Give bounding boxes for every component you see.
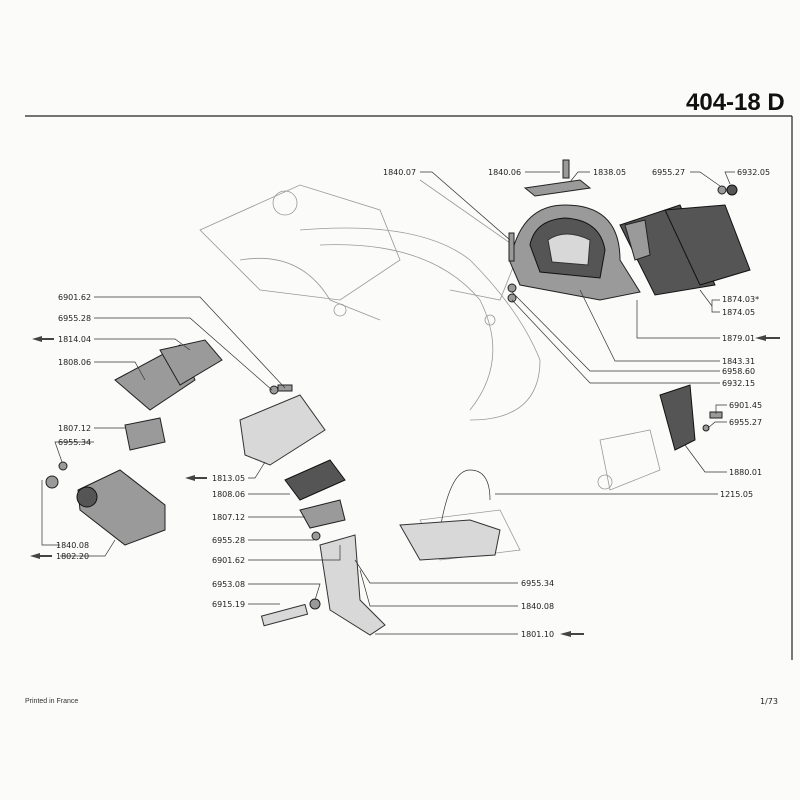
page-number: 1/73 <box>760 697 778 706</box>
nut <box>507 293 517 303</box>
left-bracket-1814 <box>159 339 223 386</box>
part-label: 1808.06 <box>212 490 245 499</box>
washer-6955-28 <box>311 531 321 541</box>
part-label: 6955.28 <box>58 314 91 323</box>
arrow-icon <box>30 553 52 559</box>
part-label: 1874.05 <box>722 308 755 317</box>
arrow-icon <box>755 335 780 341</box>
part-label: 1840.08 <box>521 602 554 611</box>
nut-top-right <box>726 184 738 196</box>
part-label: 1840.06 <box>488 168 521 177</box>
bracket-1880 <box>659 384 696 451</box>
printed-in-france: Printed in France <box>25 698 78 705</box>
part-label: 6955.27 <box>729 418 762 427</box>
part-label: 6901.62 <box>58 293 91 302</box>
part-label: 6955.34 <box>521 579 554 588</box>
part-label: 1801.10 <box>521 630 554 639</box>
arrows <box>30 335 780 637</box>
part-label: 1840.08 <box>56 541 89 550</box>
washer-top-right <box>717 185 727 195</box>
part-label: 6953.08 <box>212 580 245 589</box>
upper-bolt <box>562 159 570 179</box>
pad-1808-lower <box>284 459 346 501</box>
engine-outline-sketch <box>199 179 661 561</box>
left-mount-bush <box>76 486 98 508</box>
left-mount-1802 <box>77 469 166 546</box>
washer-6953 <box>309 598 321 610</box>
part-label: 6955.34 <box>58 438 91 447</box>
part-label: 6932.15 <box>722 379 755 388</box>
left-nut <box>45 475 59 489</box>
part-label: 6958.60 <box>722 367 755 376</box>
part-label: 1802.20 <box>56 552 89 561</box>
leader-lines <box>41 171 735 635</box>
part-label: 1813.05 <box>212 474 245 483</box>
part-label: 1840.07 <box>383 168 416 177</box>
page-title: 404-18 D <box>686 89 785 116</box>
washer-right <box>702 424 710 432</box>
upper-shim-plate <box>523 179 592 197</box>
washer <box>507 283 517 293</box>
lower-bracket-1801 <box>319 534 386 636</box>
part-label: 6901.45 <box>729 401 762 410</box>
part-label: 6955.28 <box>212 536 245 545</box>
stud-bolt <box>508 232 515 262</box>
left-block-1807 <box>124 417 166 451</box>
part-labels: 1840.07 1840.06 1838.05 6955.27 6932.05 … <box>56 168 770 639</box>
part-label: 1215.05 <box>720 490 753 499</box>
part-label: 1838.05 <box>593 168 626 177</box>
part-label: 1880.01 <box>729 468 762 477</box>
part-label: 1807.12 <box>212 513 245 522</box>
stay-rod-1215 <box>439 469 491 531</box>
part-label: 1814.04 <box>58 335 91 344</box>
part-label: 1843.31 <box>722 357 755 366</box>
block-1807-lower <box>299 499 346 529</box>
part-label: 6901.62 <box>212 556 245 565</box>
part-label: 1879.01 <box>722 334 755 343</box>
arrow-icon <box>185 475 207 481</box>
part-label: 6915.19 <box>212 600 245 609</box>
part-label: 6955.27 <box>652 168 685 177</box>
bolt-6915 <box>260 603 309 627</box>
part-label: 1874.03* <box>722 295 759 304</box>
arrow-icon <box>32 336 54 342</box>
rubber-pads <box>619 204 751 296</box>
washer-6955 <box>269 385 279 395</box>
arrow-icon <box>560 631 584 637</box>
crossmember-1813 <box>239 394 326 466</box>
part-label: 1808.06 <box>58 358 91 367</box>
upper-mount-bracket <box>509 204 641 301</box>
part-label: 1807.12 <box>58 424 91 433</box>
starter-assembly <box>399 519 501 561</box>
left-washer <box>58 461 68 471</box>
part-label: 6932.05 <box>737 168 770 177</box>
